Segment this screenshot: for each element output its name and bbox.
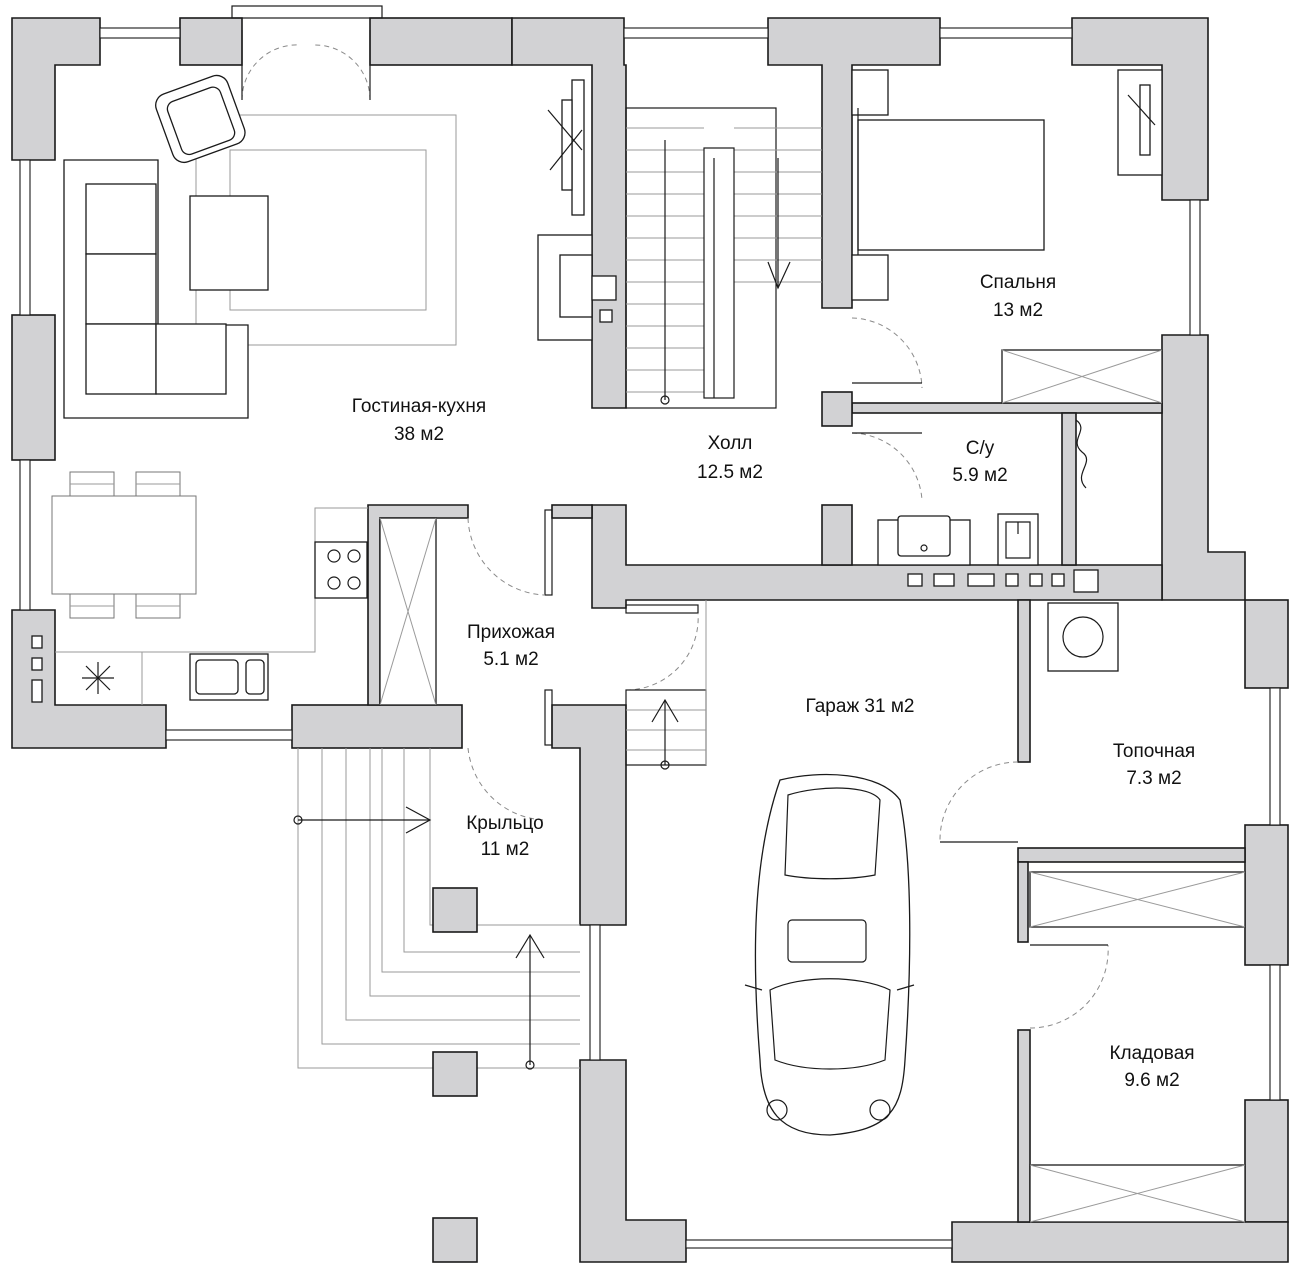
label-garage-name: Гараж 31 м2 — [806, 696, 915, 717]
label-boiler-name: Топочная — [1113, 741, 1195, 762]
label-living-area: 38 м2 — [394, 424, 444, 445]
outer-walls — [11, 17, 1289, 1263]
garage-stairs — [625, 600, 707, 770]
label-boiler-area: 7.3 м2 — [1126, 768, 1181, 789]
label-entrance-name: Прихожая — [467, 622, 555, 643]
label-storage-area: 9.6 м2 — [1124, 1070, 1179, 1091]
porch-steps — [293, 748, 580, 1263]
bathroom-fixtures — [851, 419, 1099, 593]
boiler-storage — [939, 602, 1246, 1223]
label-porch-area: 11 м2 — [481, 839, 530, 860]
hall-stairs — [591, 107, 822, 409]
bedroom-furniture — [851, 69, 1163, 404]
entrance-fixtures — [379, 517, 699, 821]
label-bedroom-name: Спальня — [980, 272, 1056, 293]
label-hall-area: 12.5 м2 — [697, 462, 763, 483]
label-living-name: Гостиная-кухня — [352, 396, 486, 417]
label-entrance-area: 5.1 м2 — [483, 649, 538, 670]
car — [744, 773, 915, 1136]
label-hall-name: Холл — [708, 433, 753, 454]
living-furniture — [31, 30, 593, 705]
room-labels: Гостиная-кухня 38 м2 Холл 12.5 м2 Спальн… — [352, 272, 1195, 1091]
windows — [19, 5, 1281, 1249]
partitions — [367, 391, 1246, 1223]
label-bathroom-area: 5.9 м2 — [952, 465, 1007, 486]
label-storage-name: Кладовая — [1109, 1043, 1194, 1064]
label-bathroom-name: С/у — [966, 438, 995, 459]
label-bedroom-area: 13 м2 — [993, 300, 1043, 321]
label-porch-name: Крыльцо — [466, 813, 544, 834]
